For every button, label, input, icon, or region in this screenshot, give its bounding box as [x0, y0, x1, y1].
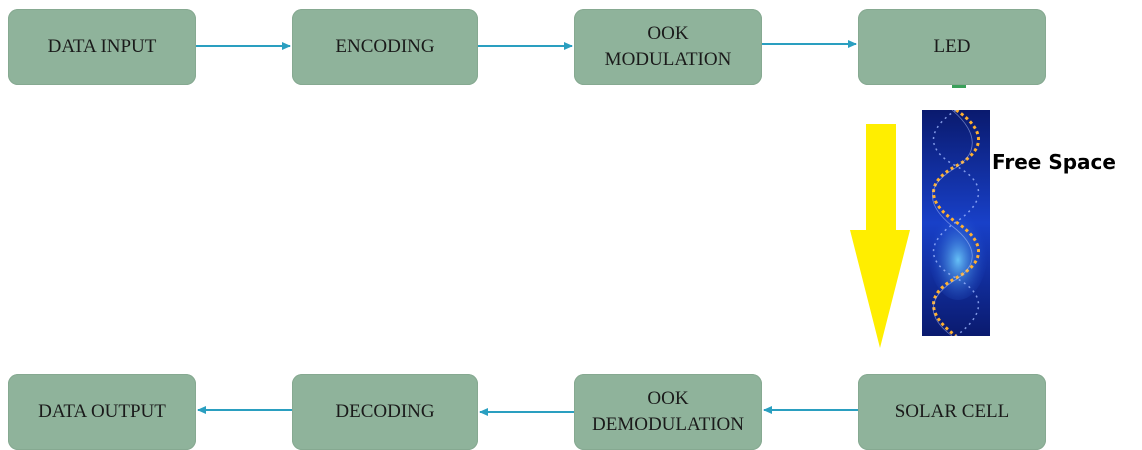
free-space-label: Free Space — [992, 150, 1116, 174]
data-output-label: DATA OUTPUT — [38, 401, 166, 422]
encoding-label: ENCODING — [335, 36, 435, 57]
ook-modulation-label-line2: MODULATION — [604, 49, 732, 70]
decoding-label: DECODING — [335, 401, 435, 422]
ook-demodulation-label-line2: DEMODULATION — [592, 414, 744, 435]
light-beam-arrow — [850, 124, 910, 348]
ook-modulation-label-line1: OOK — [647, 23, 689, 44]
solar-cell-block: SOLAR CELL — [858, 374, 1046, 450]
ook-demodulation-label-line1: OOK — [647, 388, 689, 409]
ook-modulation-block: OOK MODULATION — [574, 9, 762, 85]
decoding-block: DECODING — [292, 374, 478, 450]
led-block: LED — [858, 9, 1046, 85]
ook-demodulation-block: OOK DEMODULATION — [574, 374, 762, 450]
data-input-block: DATA INPUT — [8, 9, 196, 85]
encoding-block: ENCODING — [292, 9, 478, 85]
led-label: LED — [933, 36, 971, 57]
helix-wave-image — [922, 110, 990, 336]
led-green-marker — [952, 85, 966, 88]
data-output-block: DATA OUTPUT — [8, 374, 196, 450]
data-input-label: DATA INPUT — [47, 36, 157, 57]
solar-cell-label: SOLAR CELL — [894, 401, 1010, 422]
